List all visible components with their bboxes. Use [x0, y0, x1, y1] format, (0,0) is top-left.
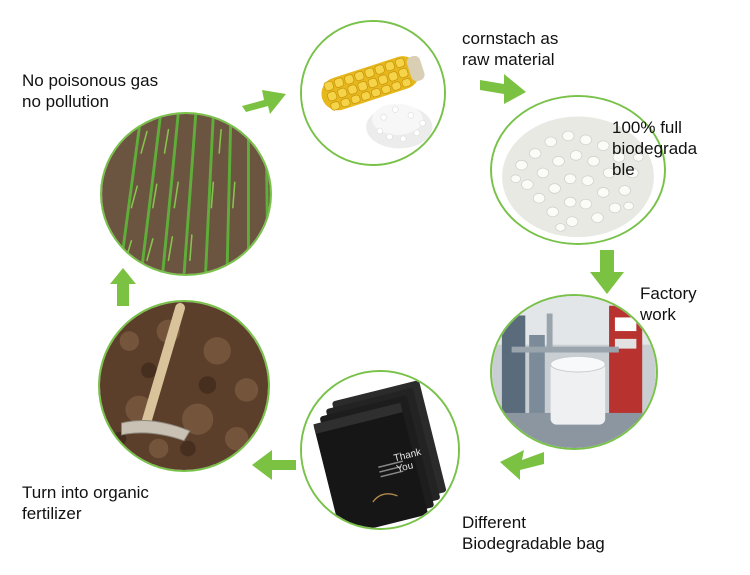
granules-node: [490, 95, 666, 245]
hoe-in-soil-image: [100, 302, 268, 470]
field-label: No poisonous gas no pollution: [22, 71, 159, 111]
arrow-icon: [242, 90, 286, 114]
fertilizer-node: [98, 300, 270, 472]
arrow-field-to-cornstarch: [240, 80, 288, 118]
resin-pellets-image: [492, 97, 664, 243]
field-node: [100, 112, 272, 276]
arrow-icon: [480, 74, 526, 104]
corn-starch-image: [302, 22, 444, 164]
fertilizer-label: Turn into organic fertilizer: [22, 483, 149, 523]
arrow-granules-to-factory: [588, 248, 626, 296]
bags-label: Different Biodegradable bag: [462, 513, 605, 553]
seedling-field-image: [102, 114, 270, 274]
film-blowing-machine-image: [492, 296, 656, 448]
arrow-factory-to-bags: [498, 444, 546, 482]
cornstarch-node: [300, 20, 446, 166]
cornstarch-label: cornstach as raw material: [462, 29, 559, 69]
bags-node: Thank You: [300, 370, 460, 530]
arrow-fertilizer-to-field: [108, 266, 138, 308]
arrow-cornstarch-to-granules: [478, 70, 528, 106]
black-mailer-bags-image: [302, 372, 458, 528]
factory-node: [490, 294, 658, 450]
arrow-icon: [252, 450, 296, 480]
arrow-icon: [590, 250, 624, 294]
arrow-icon: [110, 268, 136, 306]
granules-label: 100% full biodegrada ble: [612, 118, 698, 179]
arrow-icon: [500, 450, 544, 480]
factory-label: Factory work: [640, 284, 697, 324]
arrow-bags-to-fertilizer: [250, 448, 298, 482]
